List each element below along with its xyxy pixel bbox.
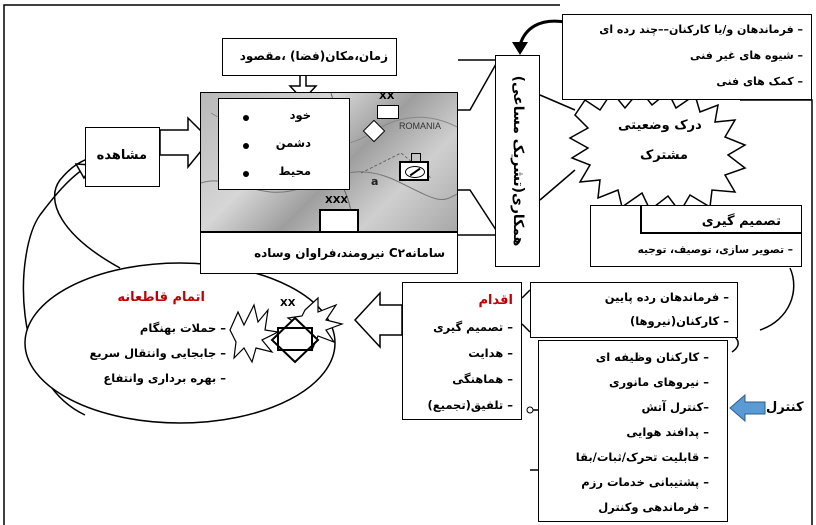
control-item: – پدافند هوایی (626, 425, 709, 439)
control-item: – پشتیبانی خدمات رزم (581, 475, 709, 489)
decisive-item: – بهره برداری وانتفاع (103, 371, 226, 385)
top-list-item: – فرماندهان و/یا کارکنان––چند رده ای (599, 23, 803, 36)
curved-arrow-top (518, 19, 566, 46)
lower-level-item: – کارکنان(نیروها) (629, 314, 729, 328)
line-lower-to-action (521, 289, 531, 333)
cloud-shape (568, 88, 747, 214)
control-item: – قابلیت تحرک/ثبات/بقا (575, 450, 709, 464)
c2-system-label: سامانهC۲ نیرومند،فراوان وساده (254, 246, 445, 260)
control-arrow (729, 393, 766, 423)
decision-subtitle: – تصویر سازی، توصیف، توجیه (637, 244, 793, 256)
map-letter: a (371, 175, 379, 188)
cloud-text-line2: مشترک (640, 148, 688, 163)
action-item: – تصمیم گیری (433, 320, 513, 334)
curve-decision-to-lower (759, 267, 795, 331)
starburst-left (229, 303, 280, 364)
decision-divider-v (640, 205, 642, 233)
unit-xx-symbol (377, 105, 399, 119)
cooperation-label: همکاری(تشریک مساعی) (509, 75, 526, 247)
decision-box: تصمیم گیری – تصویر سازی، توصیف، توجیه (590, 205, 802, 267)
element-self: خود (289, 108, 311, 122)
element-environment: محیط (278, 164, 311, 178)
unit-xxx-label: XXX (325, 195, 349, 206)
lower-level-item: – فرماندهان رده پایین (604, 290, 729, 304)
frame-line (3, 4, 813, 525)
elements-box: خود دشمن محیط (218, 98, 350, 190)
control-item: –کنترل آتش (641, 400, 709, 414)
line-map-to-cooperation (458, 59, 495, 236)
bullet-dot (243, 115, 249, 121)
decisive-item: – جابجایی وانتقال سریع (89, 346, 226, 360)
control-label: کنترل (766, 400, 804, 415)
action-item: – تلفیق(تجمیع) (427, 398, 513, 412)
bullet-dot (243, 143, 249, 149)
unit-rect (277, 327, 313, 351)
arrow-map-to-observation (159, 116, 212, 170)
arrow-action-to-decisive (353, 291, 403, 349)
cooperation-box: همکاری(تشریک مساعی) (495, 55, 540, 267)
line-coop-bottom (458, 189, 497, 231)
top-right-list-box: – فرماندهان و/یا کارکنان––چند رده ای – ش… (562, 14, 812, 100)
feedback-arrow-lower (53, 156, 121, 269)
action-item: – هماهنگی (452, 372, 513, 386)
top-list-item: – کمک های فنی (716, 75, 803, 88)
unit-recon-symbol (399, 161, 429, 181)
element-enemy: دشمن (275, 136, 311, 150)
observation-label: مشاهده (96, 148, 147, 163)
c2-system-box: سامانهC۲ نیرومند،فراوان وساده (200, 232, 458, 274)
decisive-title: اتمام قاطعانه (117, 290, 205, 305)
action-box: اقدام – تصمیم گیری – هدایت – هماهنگی – ت… (402, 282, 522, 420)
bullet-dot (243, 171, 249, 177)
lower-levels-box: – فرماندهان رده پایین – کارکنان(نیروها) (530, 282, 738, 338)
control-box: – کارکنان وظیفه ای – نیروهای مانوری –کنت… (538, 340, 728, 522)
line-coop-to-cloud (539, 94, 576, 201)
goal-label: زمان،مکان(فضا) ،مقصود (239, 49, 388, 63)
unit-xx-label: XX (379, 92, 395, 102)
control-item: – نیروهای مانوری (608, 375, 709, 389)
cloud-text-line1: درک وضعیتی (618, 118, 702, 133)
decision-title: تصمیم گیری (701, 214, 781, 229)
action-title: اقدام (478, 293, 513, 308)
unit-xxx-symbol (319, 209, 359, 231)
observation-box: مشاهده (85, 127, 160, 187)
map-country-label: ROMANIA (399, 121, 442, 131)
decision-divider (640, 232, 802, 234)
control-item: – فرماندهی وکنترل (598, 500, 709, 514)
action-item: – هدایت (468, 346, 513, 360)
decisive-item: – حملات بهنگام (139, 321, 226, 335)
goal-box: زمان،مکان(فضا) ،مقصود (222, 38, 397, 76)
line-coop-top (458, 63, 497, 111)
top-list-item: – شیوه های غیر فنی (689, 49, 803, 62)
control-item: – کارکنان وظیفه ای (595, 350, 709, 364)
decisive-unit-label: XX (280, 298, 296, 309)
line-control-to-action (528, 409, 538, 471)
